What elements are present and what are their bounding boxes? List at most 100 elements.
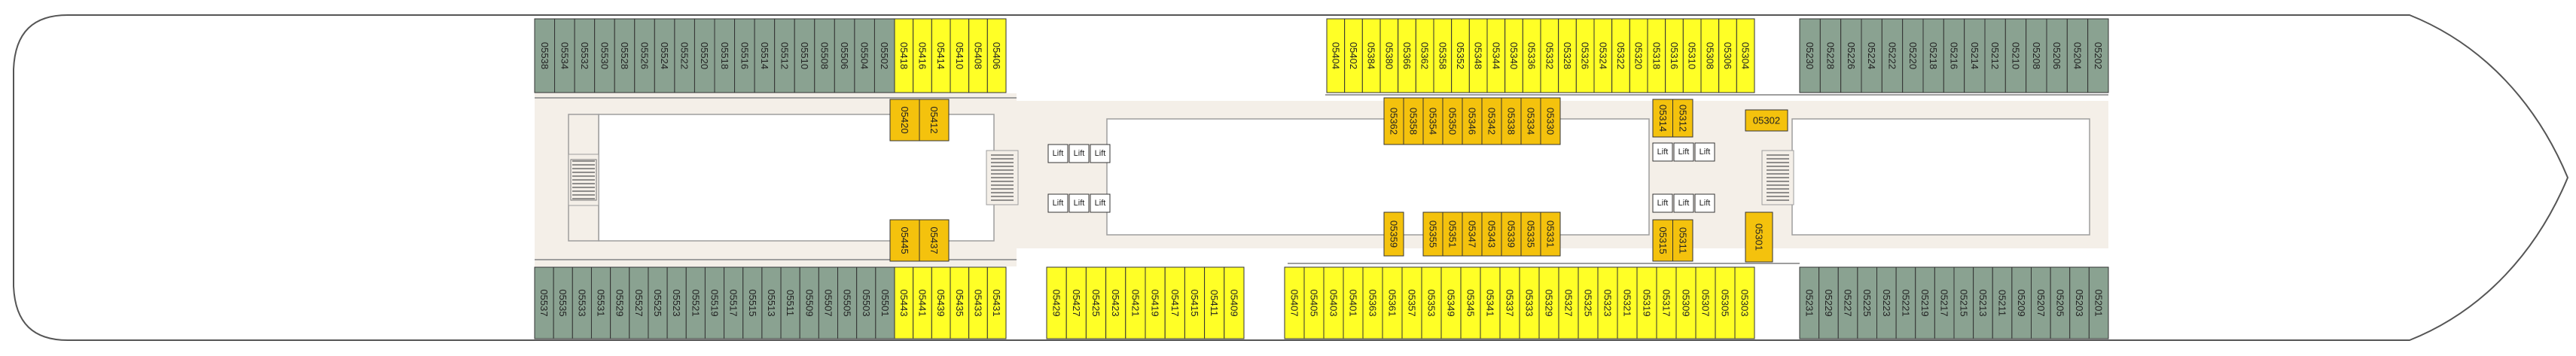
cabin-label: 05522 — [679, 42, 690, 69]
cabin-05405 — [1303, 266, 1325, 339]
cabin-label: 05201 — [2093, 289, 2105, 316]
cabin-label: 05410 — [954, 42, 965, 69]
cabin-label: 05304 — [1740, 42, 1751, 69]
cabin-label: 05534 — [559, 42, 570, 69]
cabin-label: 05411 — [1209, 290, 1220, 316]
cabin-05338 — [1501, 97, 1522, 145]
cabin-label: 05318 — [1651, 42, 1662, 69]
lift-label: Lift — [1700, 199, 1711, 208]
cabin-05301 — [1745, 211, 1773, 263]
lift-box — [1090, 144, 1111, 163]
cabin-label: 05524 — [659, 42, 670, 69]
cabin-05427 — [1065, 266, 1087, 339]
cabin-05333 — [1519, 266, 1540, 339]
cabin-05224 — [1861, 18, 1882, 93]
cabin-05357 — [1401, 266, 1422, 339]
cabin-05537 — [534, 266, 554, 339]
lift-label: Lift — [1657, 148, 1669, 157]
cabin-05319 — [1636, 266, 1657, 339]
cabin-label: 05220 — [1907, 42, 1919, 69]
cabin-label: 05401 — [1348, 289, 1359, 316]
cabin-label: 05343 — [1486, 221, 1498, 248]
cabin-05303 — [1734, 266, 1755, 339]
cabin-label: 05512 — [779, 42, 790, 69]
cabin-05524 — [654, 18, 675, 93]
cabin-05437 — [919, 219, 950, 262]
cabin-label: 05322 — [1615, 42, 1626, 69]
cabin-label: 05231 — [1803, 289, 1815, 316]
cabin-label: 05312 — [1677, 105, 1688, 132]
cabin-label: 05226 — [1846, 42, 1857, 69]
cabin-label: 05518 — [719, 42, 730, 69]
cabin-label: 05329 — [1544, 289, 1555, 316]
cabin-05206 — [2046, 18, 2068, 93]
cabin-label: 05443 — [898, 289, 910, 316]
cabin-05321 — [1617, 266, 1638, 339]
cabin-label: 05213 — [1977, 289, 1989, 316]
cabin-label: 05505 — [842, 289, 853, 316]
cabin-05350 — [1442, 97, 1463, 145]
cabin-label: 05404 — [1330, 42, 1341, 69]
cabin-label: 05338 — [1506, 108, 1517, 135]
cabin-05312 — [1672, 99, 1693, 138]
cabin-label: 05203 — [2074, 289, 2085, 316]
cabin-label: 05535 — [557, 289, 569, 316]
cabin-label: 05303 — [1739, 289, 1751, 316]
cabin-label: 05337 — [1504, 289, 1516, 316]
cabin-label: 05433 — [973, 289, 984, 316]
cabin-label: 05336 — [1526, 42, 1538, 69]
cabin-label: 05224 — [1866, 42, 1877, 69]
cabin-label: 05420 — [899, 106, 910, 133]
cabin-05414 — [931, 18, 951, 93]
cabin-label: 05435 — [954, 289, 965, 316]
cabin-05215 — [1953, 266, 1974, 339]
cabin-05506 — [834, 18, 855, 93]
cabin-05349 — [1440, 266, 1462, 339]
lift-label: Lift — [1657, 199, 1669, 208]
cabin-label: 05307 — [1700, 289, 1712, 316]
cabin-05439 — [931, 266, 951, 339]
cabin-label: 05423 — [1110, 289, 1121, 316]
cabin-05407 — [1284, 266, 1305, 339]
cabin-label: 05316 — [1669, 42, 1680, 69]
cabin-label: 05215 — [1958, 289, 1969, 316]
cabin-05201 — [2088, 266, 2109, 339]
cabin-label: 05439 — [935, 289, 947, 316]
cabin-05354 — [1422, 97, 1443, 145]
cabin-05359 — [1383, 211, 1404, 257]
cabin-05325 — [1578, 266, 1599, 339]
cabin-05525 — [648, 266, 668, 339]
cabin-label: 05219 — [1919, 289, 1931, 316]
lift-box — [1652, 142, 1673, 162]
cabin-label: 05341 — [1485, 289, 1496, 316]
lift-label: Lift — [1678, 148, 1690, 157]
cabin-label: 05207 — [2035, 289, 2047, 316]
cabin-05307 — [1695, 266, 1716, 339]
cabin-label: 05309 — [1681, 289, 1692, 316]
cabin-label: 05521 — [690, 289, 701, 316]
cabin-05202 — [2087, 18, 2109, 93]
cabin-label: 05527 — [633, 289, 645, 316]
cabin-05519 — [704, 266, 725, 339]
cabin-label: 05366 — [1401, 42, 1413, 69]
cabin-05435 — [950, 266, 970, 339]
cabin-label: 05204 — [2072, 42, 2084, 69]
cabin-label: 05317 — [1661, 289, 1672, 316]
lift-label: Lift — [1700, 148, 1711, 157]
cabin-label: 05214 — [1969, 42, 1980, 69]
cabin-label: 05222 — [1887, 42, 1898, 69]
cabin-label: 05228 — [1825, 42, 1837, 69]
cabin-label: 05319 — [1642, 289, 1653, 316]
cabin-label: 05429 — [1051, 289, 1062, 316]
cabin-label: 05532 — [579, 42, 590, 69]
cabin-label: 05217 — [1939, 289, 1950, 316]
cabin-05516 — [734, 18, 755, 93]
lift-box — [1090, 193, 1111, 213]
cabin-05212 — [1984, 18, 2006, 93]
cabin-05401 — [1343, 266, 1364, 339]
cabin-05529 — [610, 266, 630, 339]
cabin-05305 — [1715, 266, 1736, 339]
cabin-label: 05508 — [819, 42, 831, 69]
cabin-05433 — [968, 266, 988, 339]
